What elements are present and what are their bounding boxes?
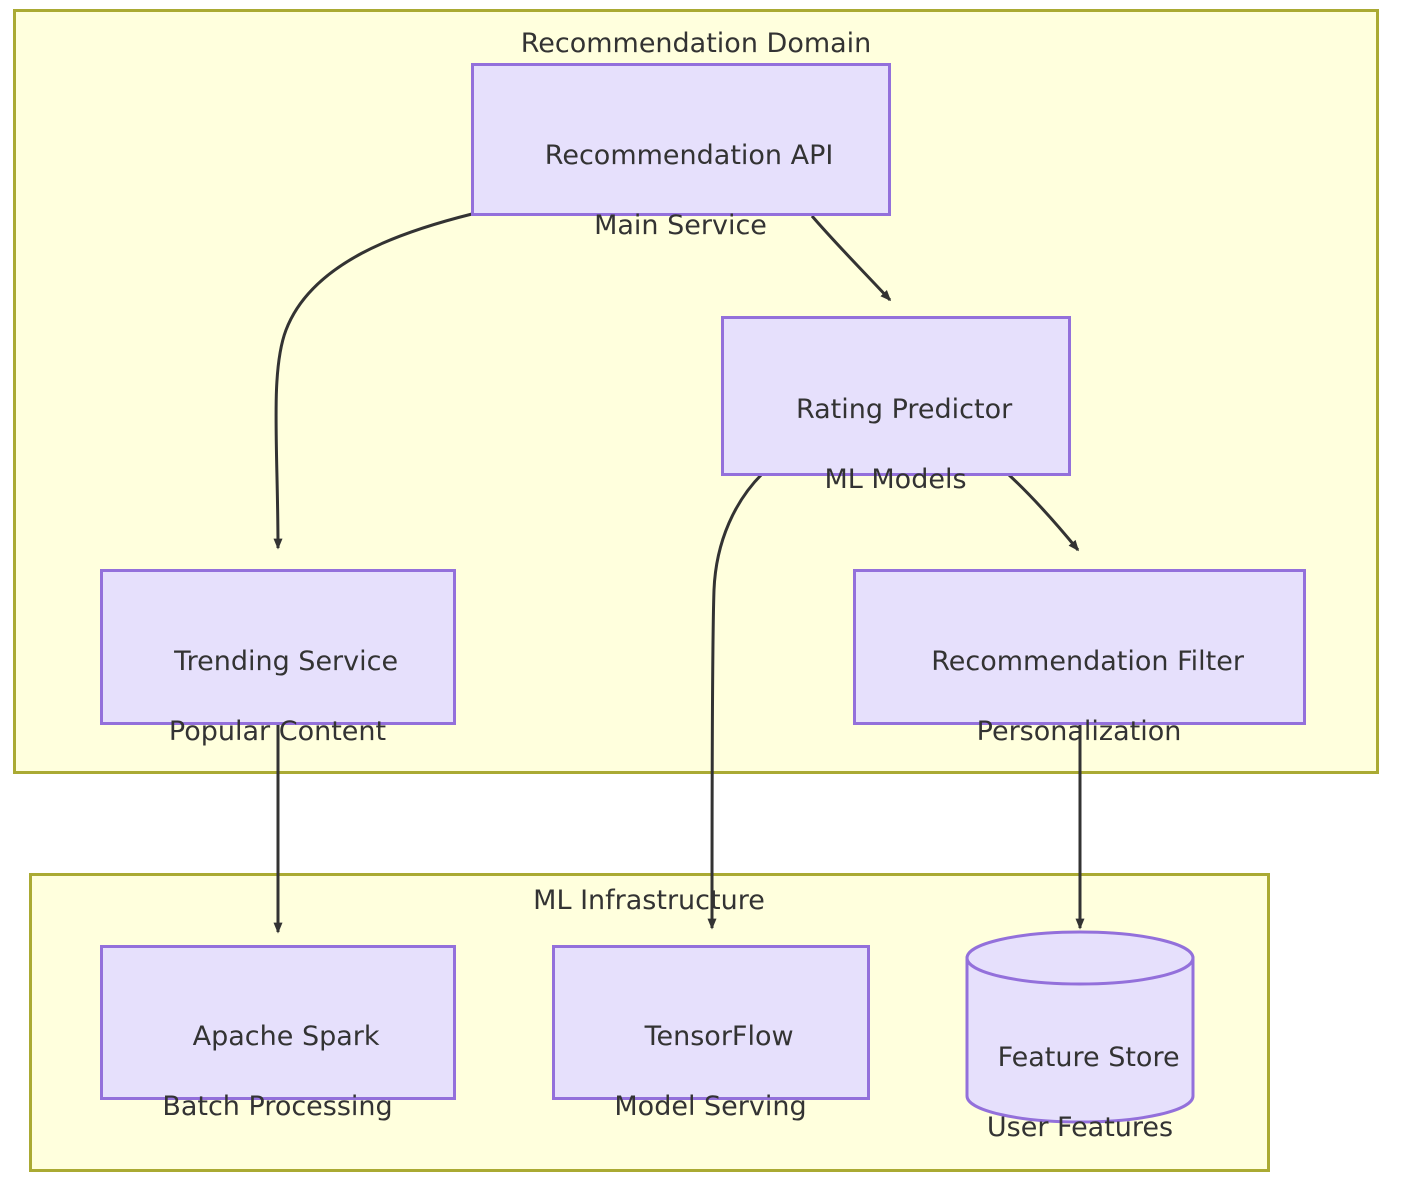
node-rating-predictor[interactable] — [721, 316, 1071, 476]
edge-rating-predictor-to-recommendation-filter — [1006, 472, 1080, 552]
node-recommendation-filter[interactable] — [853, 569, 1306, 725]
node-tensorflow[interactable] — [552, 945, 870, 1100]
edge-recommendation-api-to-trending-service — [273, 212, 473, 550]
node-recommendation-api[interactable] — [471, 63, 891, 216]
node-feature-store[interactable] — [965, 930, 1195, 1124]
edge-layer — [273, 212, 1085, 934]
edge-recommendation-api-to-rating-predictor — [810, 215, 892, 302]
edge-rating-predictor-to-tensorflow — [707, 472, 764, 930]
node-apache-spark[interactable] — [100, 945, 456, 1100]
node-trending-service[interactable] — [100, 569, 456, 725]
